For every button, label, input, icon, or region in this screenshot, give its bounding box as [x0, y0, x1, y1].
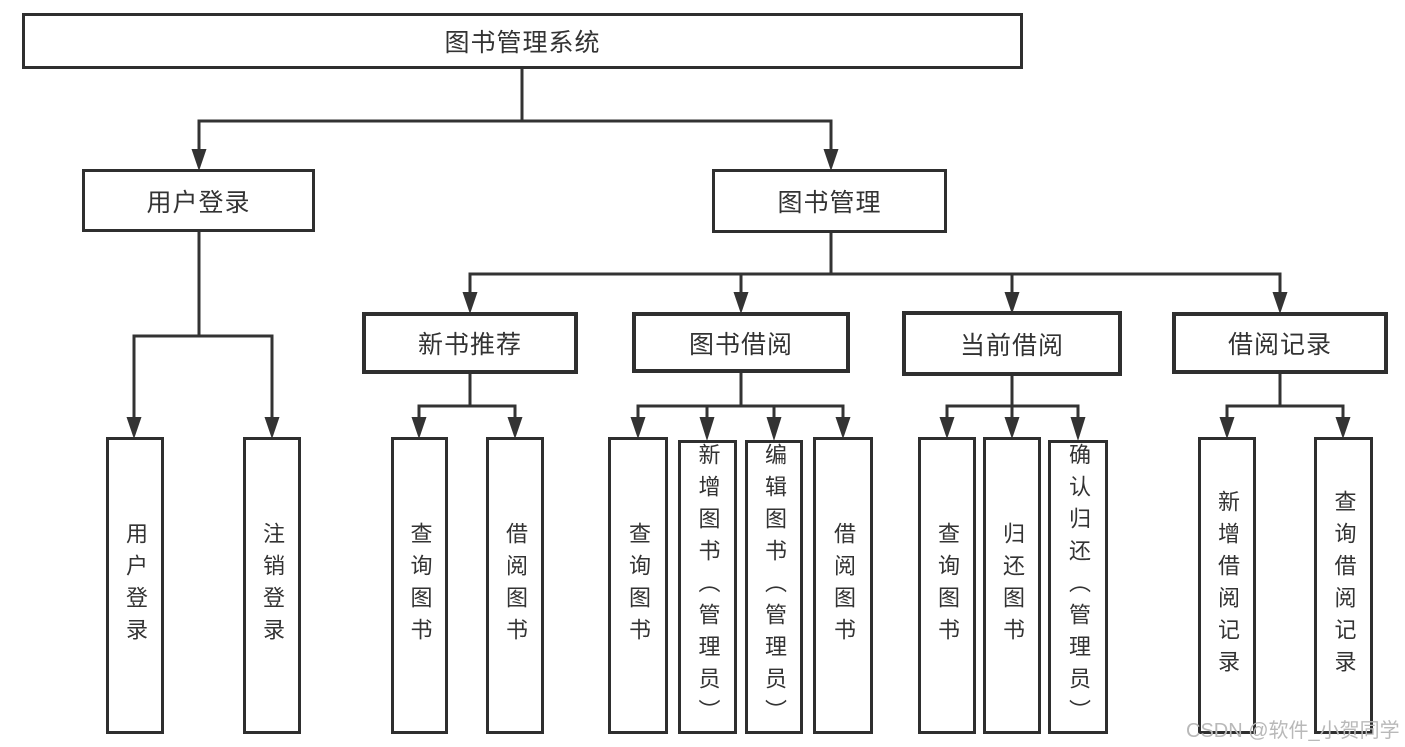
node-user-login: 用户登录 — [82, 169, 315, 232]
leaf-query-borrow-record: 查询借阅记录 — [1314, 437, 1373, 734]
leaf-user-login: 用户登录 — [106, 437, 164, 734]
leaf-label: 查询图书 — [935, 521, 960, 650]
leaf-query-books-recommend: 查询图书 — [391, 437, 448, 734]
node-book-management: 图书管理 — [712, 169, 947, 233]
leaf-borrow-books-recommend: 借阅图书 — [486, 437, 544, 734]
connector-management-to-level3 — [462, 233, 1288, 314]
node-library-management-system: 图书管理系统 — [22, 13, 1023, 69]
leaf-label: 新增图书（管理员） — [695, 443, 721, 731]
node-book-borrow: 图书借阅 — [632, 312, 850, 373]
leaf-add-book-admin: 新增图书（管理员） — [678, 440, 737, 734]
node-current-borrow: 当前借阅 — [902, 311, 1122, 376]
leaf-edit-book-admin: 编辑图书（管理员） — [745, 440, 803, 734]
connector-current-to-leaves — [939, 376, 1086, 441]
connector-recommend-to-leaves — [411, 374, 523, 439]
leaf-label: 确认归还（管理员） — [1066, 443, 1091, 731]
node-label: 图书管理 — [777, 189, 882, 217]
node-label: 图书借阅 — [688, 330, 793, 359]
leaf-label: 借阅图书 — [503, 521, 528, 650]
leaf-label: 查询借阅记录 — [1331, 489, 1357, 682]
leaf-label: 查询图书 — [407, 521, 433, 650]
connector-login-to-leaves — [126, 232, 280, 439]
leaf-label: 归还图书 — [1000, 521, 1025, 650]
leaf-query-books-borrow: 查询图书 — [608, 437, 668, 734]
csdn-watermark: CSDN @软件_小贺同学 — [1186, 720, 1400, 742]
node-label: 新书推荐 — [417, 331, 522, 359]
leaf-return-book: 归还图书 — [983, 437, 1041, 734]
leaf-label: 查询图书 — [626, 521, 651, 650]
connector-borrow-to-leaves — [630, 373, 851, 441]
leaf-label: 编辑图书（管理员） — [762, 443, 787, 731]
leaf-logout: 注销登录 — [243, 437, 301, 734]
leaf-label: 借阅图书 — [831, 521, 856, 650]
node-label: 图书管理系统 — [444, 29, 601, 57]
leaf-borrow-books: 借阅图书 — [813, 437, 873, 734]
connector-records-to-leaves — [1219, 374, 1351, 439]
leaf-query-books-current: 查询图书 — [918, 437, 976, 734]
node-label: 当前借阅 — [959, 331, 1064, 360]
node-label: 借阅记录 — [1227, 331, 1332, 359]
leaf-label: 新增借阅记录 — [1215, 489, 1240, 682]
leaf-label: 用户登录 — [123, 521, 148, 650]
leaf-confirm-return-admin: 确认归还（管理员） — [1048, 440, 1108, 734]
leaf-label: 注销登录 — [260, 521, 285, 650]
node-new-book-recommend: 新书推荐 — [362, 312, 578, 374]
leaf-add-borrow-record: 新增借阅记录 — [1198, 437, 1256, 734]
node-borrow-records: 借阅记录 — [1172, 312, 1388, 374]
node-label: 用户登录 — [146, 188, 251, 217]
connector-root-to-level2 — [191, 69, 839, 171]
